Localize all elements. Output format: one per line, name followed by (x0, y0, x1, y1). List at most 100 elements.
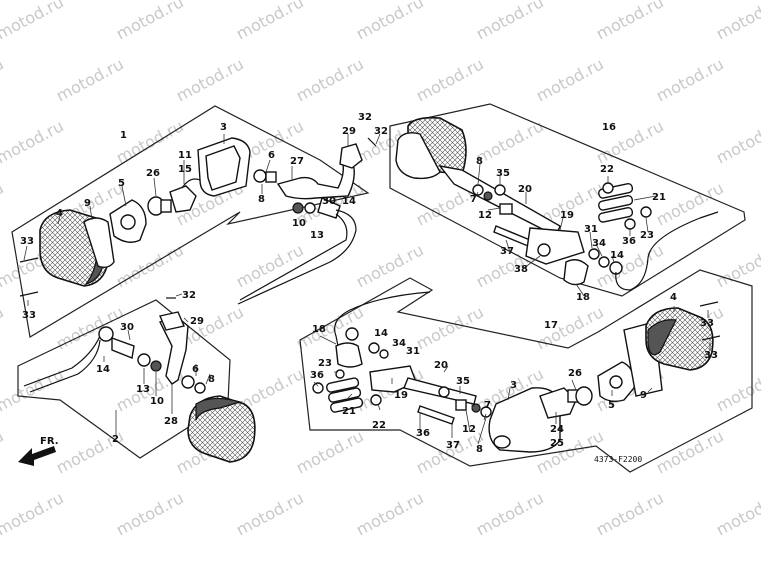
bulb-26 (147, 196, 172, 216)
washer-23 (640, 206, 652, 218)
watermark-text: motod.ru (653, 54, 727, 105)
nut-31 (588, 248, 600, 260)
watermark-text: motod.ru (0, 488, 67, 539)
watermark-text: motod.ru (353, 240, 427, 291)
watermark-text: motod.ru (0, 116, 67, 167)
callout: 6 (192, 364, 199, 375)
front-direction-arrow: FR. (18, 436, 59, 466)
wire-14 (237, 209, 357, 305)
washer-7-rear (483, 191, 493, 201)
collar-38 (537, 243, 551, 257)
nut-35-left (438, 386, 450, 398)
nut-12 (499, 203, 513, 215)
bolt-37-left (417, 405, 455, 425)
callout: 18 (576, 292, 590, 303)
watermark-text: motod.ru (593, 0, 667, 44)
screw-33b (19, 291, 39, 297)
watermark-text: motod.ru (413, 54, 487, 105)
washer-10 (292, 202, 304, 214)
bracket-29-left (159, 311, 185, 331)
callout: 9 (84, 198, 91, 209)
washer-23-left (335, 369, 345, 379)
assembly-frame-16 (389, 103, 746, 297)
watermark-text: motod.ru (0, 302, 7, 353)
callout: 19 (394, 390, 408, 401)
watermark-text: motod.ru (233, 240, 307, 291)
watermark-text: motod.ru (0, 0, 67, 44)
callout: 34 (392, 338, 406, 349)
callout: 12 (462, 424, 476, 435)
watermark-text: motod.ru (113, 488, 187, 539)
callout: 21 (652, 192, 666, 203)
callout: 31 (406, 346, 420, 357)
callout: 35 (496, 168, 510, 179)
callout: 32 (358, 112, 372, 123)
screw-33c (699, 301, 719, 307)
callout: 16 (602, 122, 616, 133)
grommet-30-left (111, 337, 135, 359)
callout: 5 (118, 178, 125, 189)
watermark-text: motod.ru (293, 54, 367, 105)
callout: 20 (518, 184, 532, 195)
grommet-14-left-rear (345, 327, 359, 341)
watermark-text: motod.ru (293, 426, 367, 477)
callout: 28 (164, 416, 178, 427)
watermark-text: motod.ru (233, 488, 307, 539)
callout: 32 (182, 290, 196, 301)
callout: 37 (500, 246, 514, 257)
watermark-text: motod.ru (533, 54, 607, 105)
pad-21-left (326, 377, 364, 413)
watermark-text: motod.ru (713, 116, 761, 167)
bracket-29 (339, 143, 363, 169)
callout: 36 (622, 236, 636, 247)
callout: 33 (700, 318, 714, 329)
callout: 33 (20, 236, 34, 247)
watermark-text: motod.ru (113, 116, 187, 167)
callout: 26 (568, 368, 582, 379)
callout: 19 (560, 210, 574, 221)
bracket-19 (525, 227, 585, 265)
bulb-26-rear (567, 386, 593, 406)
watermark-text: motod.ru (353, 488, 427, 539)
wire-left-rear (334, 291, 431, 347)
watermark-text: motod.ru (593, 488, 667, 539)
callout: 4 (56, 208, 63, 219)
plate-hole (120, 214, 136, 230)
watermark-text: motod.ru (0, 54, 7, 105)
callout: 3 (220, 122, 227, 133)
socket-24-25 (539, 387, 577, 419)
callout: 13 (136, 384, 150, 395)
nut-6 (265, 171, 277, 183)
callout: 1 (120, 130, 127, 141)
callout: 11 (178, 150, 192, 161)
front-direction-label: FR. (40, 436, 59, 447)
watermark-text: motod.ru (53, 54, 127, 105)
callout: 5 (608, 400, 615, 411)
watermark-text: motod.ru (0, 178, 7, 229)
nut-6-left (181, 375, 195, 389)
callout: 7 (470, 194, 477, 205)
callout: 36 (416, 428, 430, 439)
assembly-frame-2 (17, 299, 231, 459)
washer-34 (598, 256, 610, 268)
callout: 14 (374, 328, 388, 339)
callout: 22 (600, 164, 614, 175)
watermark-text: motod.ru (713, 0, 761, 44)
wire-rear (615, 211, 719, 291)
diagram-code: 4373-F2200 (594, 455, 642, 464)
watermark-text: motod.ru (113, 0, 187, 44)
callout: 24 (550, 424, 564, 435)
callout: 27 (290, 156, 304, 167)
housing-3 (197, 137, 251, 197)
washer-8-left (194, 382, 206, 394)
callout: 18 (312, 324, 326, 335)
watermark-layer: motod.ru motod.ru motod.ru motod.ru motod.ru… (0, 0, 761, 540)
callout: 10 (292, 218, 306, 229)
callout: 23 (640, 230, 654, 241)
callout: 29 (342, 126, 356, 137)
washer-36-left (312, 382, 324, 394)
screw-33a (19, 257, 39, 263)
callout: 35 (456, 376, 470, 387)
watermark-text: motod.ru (473, 488, 547, 539)
assembly-group-2 (17, 293, 256, 463)
